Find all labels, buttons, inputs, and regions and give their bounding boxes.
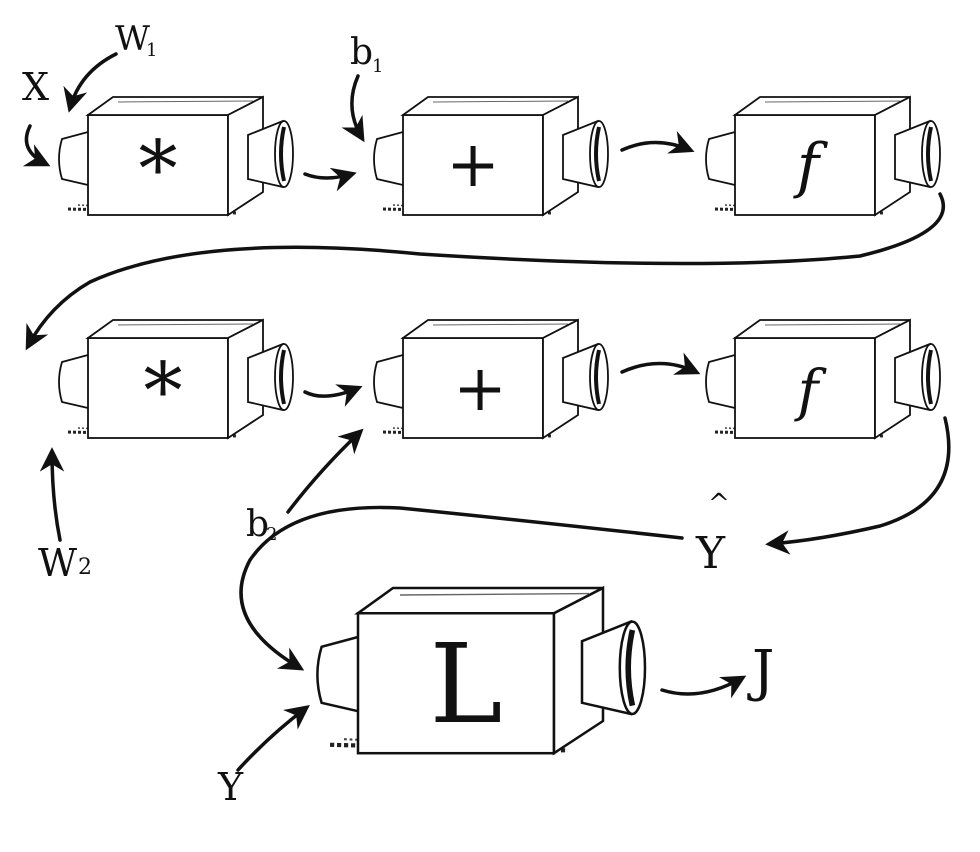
- svg-text:2: 2: [266, 524, 277, 545]
- svg-text:W: W: [38, 541, 77, 585]
- svg-text:2: 2: [78, 555, 92, 580]
- input-w1: W 1: [115, 19, 157, 61]
- row1-op-1: *: [139, 125, 178, 215]
- svg-text:b: b: [350, 32, 373, 73]
- row1-op-2: +: [446, 128, 500, 202]
- input-x: X: [22, 65, 49, 109]
- svg-text:1: 1: [146, 40, 157, 61]
- arrow-b1: [341, 74, 365, 143]
- arrow-mul1-add1: [303, 167, 357, 192]
- svg-text:b: b: [246, 504, 269, 545]
- arrow-add1-f1: [620, 131, 695, 154]
- arrow-y-loss: [236, 705, 310, 772]
- loss-op: L: [429, 620, 502, 748]
- arrow-x: [22, 124, 51, 167]
- arrow-loss-j: [660, 675, 747, 699]
- arrow-f2-yhat: [765, 416, 951, 555]
- arrow-yhat-loss: [239, 505, 684, 671]
- output-j: J: [747, 639, 774, 704]
- arrow-w1: [63, 52, 118, 113]
- input-w2: W 2: [38, 541, 92, 585]
- arrow-mul2-add2: [303, 384, 363, 407]
- arrow-b2: [286, 428, 364, 514]
- arrow-add2-f2: [620, 352, 701, 375]
- input-b1: b 1: [350, 32, 383, 77]
- svg-text:Y: Y: [695, 528, 726, 579]
- svg-text:1: 1: [372, 56, 383, 77]
- activation-machine-2: [704, 318, 942, 440]
- activation-machine-1: [704, 95, 942, 217]
- svg-text:W: W: [115, 19, 150, 59]
- output-y-hat: ^ Y: [695, 489, 730, 579]
- row2-op-1: *: [144, 347, 183, 437]
- arrow-w2: [39, 447, 65, 542]
- input-y: Y: [217, 765, 244, 809]
- arrow-f1-mul2: [25, 192, 946, 351]
- row2-op-2: +: [453, 352, 507, 426]
- input-b2: b 2: [246, 504, 277, 545]
- svg-text:^: ^: [708, 489, 730, 519]
